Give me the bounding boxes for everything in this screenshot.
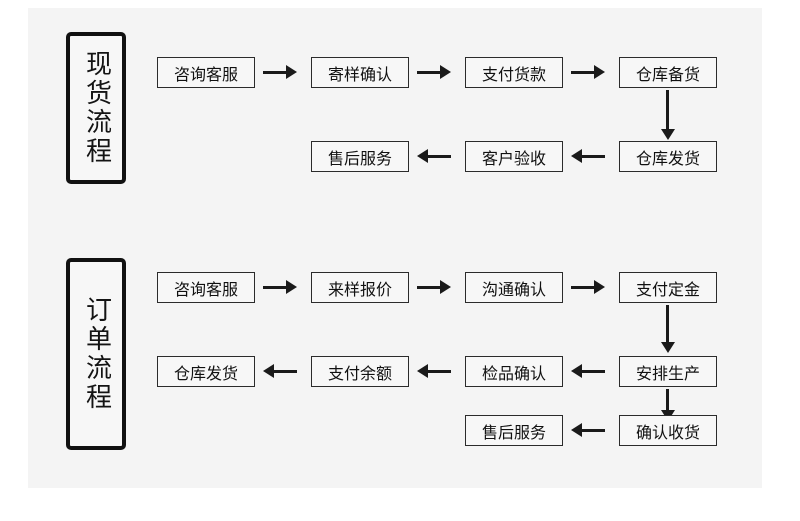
arrow-right-spot-r1-1 [263,63,297,81]
node-spot-r1-c1[interactable]: 咨询客服 [157,57,255,88]
node-spot-r1-c4[interactable]: 仓库备货 [619,57,717,88]
node-order-r3-c3[interactable]: 售后服务 [465,415,563,446]
node-order-r2-c2[interactable]: 支付余额 [311,356,409,387]
arrow-right-order-r1-3 [571,278,605,296]
node-spot-r2-c3[interactable]: 客户验收 [465,141,563,172]
arrow-right-order-r1-2 [417,278,451,296]
arrow-right-order-r1-1 [263,278,297,296]
arrow-left-spot-r2-1 [417,147,451,165]
arrow-down-order-1 [659,305,677,353]
node-spot-r2-c2[interactable]: 售后服务 [311,141,409,172]
arrow-right-spot-r1-3 [571,63,605,81]
node-order-r2-c4[interactable]: 安排生产 [619,356,717,387]
arrow-down-spot-1 [659,90,677,140]
node-order-r2-c1[interactable]: 仓库发货 [157,356,255,387]
section-label-order-flow: 订单流程 [66,258,126,450]
node-spot-r2-c4[interactable]: 仓库发货 [619,141,717,172]
node-order-r1-c1[interactable]: 咨询客服 [157,272,255,303]
section-label-text: 订单流程 [81,296,112,412]
arrow-left-order-r2-1 [263,362,297,380]
node-spot-r1-c2[interactable]: 寄样确认 [311,57,409,88]
node-order-r1-c2[interactable]: 来样报价 [311,272,409,303]
arrow-left-spot-r2-2 [571,147,605,165]
node-order-r2-c3[interactable]: 检品确认 [465,356,563,387]
arrow-left-order-r2-3 [571,362,605,380]
arrow-left-order-r3-1 [571,421,605,439]
node-order-r3-c4[interactable]: 确认收货 [619,415,717,446]
section-label-spot-flow: 现货流程 [66,32,126,184]
node-spot-r1-c3[interactable]: 支付货款 [465,57,563,88]
diagram-panel: 现货流程 咨询客服 寄样确认 支付货款 仓库备货 售后服务 客户验收 仓库发货 … [28,8,762,488]
node-order-r1-c3[interactable]: 沟通确认 [465,272,563,303]
arrow-left-order-r2-2 [417,362,451,380]
section-label-text: 现货流程 [81,50,112,166]
node-order-r1-c4[interactable]: 支付定金 [619,272,717,303]
arrow-right-spot-r1-2 [417,63,451,81]
